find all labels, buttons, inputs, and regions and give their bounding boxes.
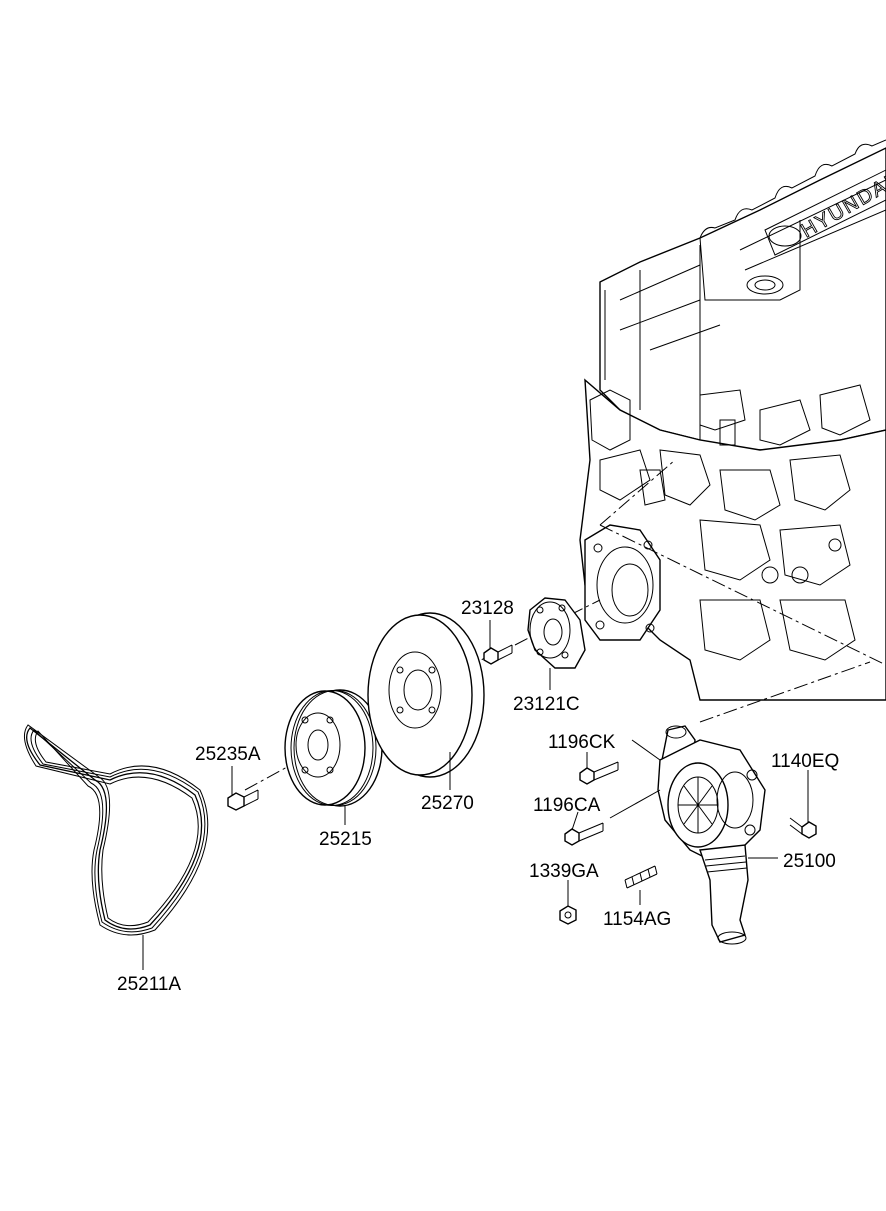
label-1154AG: 1154AG — [603, 909, 671, 930]
stud-1154AG — [624, 865, 658, 889]
label-1196CK: 1196CK — [548, 732, 616, 753]
crankshaft-pulley — [284, 689, 383, 807]
label-23121C: 23121C — [513, 694, 580, 715]
bolt-1196CA — [564, 822, 604, 846]
label-25100: 25100 — [783, 851, 836, 872]
drive-belt — [23, 724, 209, 936]
label-1140EQ: 1140EQ — [771, 751, 839, 772]
nut-1339GA — [559, 905, 577, 925]
engine-block: HYUNDAI — [579, 139, 886, 701]
label-25211A: 25211A — [117, 974, 181, 995]
bolt-1140EQ — [789, 817, 817, 839]
water-pump — [657, 725, 766, 945]
bolt-23128 — [483, 644, 513, 665]
label-1196CA: 1196CA — [533, 795, 601, 816]
label-25270: 25270 — [421, 793, 474, 814]
label-25235A: 25235A — [195, 744, 261, 765]
crankshaft-hub — [527, 597, 586, 669]
pump-center-line — [699, 661, 871, 723]
leader-lines — [142, 620, 809, 970]
label-1339GA: 1339GA — [529, 861, 599, 882]
bolt-1196CK — [579, 761, 619, 785]
label-25215: 25215 — [319, 829, 372, 850]
bolt-25235A — [227, 789, 259, 811]
label-23128: 23128 — [461, 598, 514, 619]
damper-pulley — [367, 612, 485, 778]
